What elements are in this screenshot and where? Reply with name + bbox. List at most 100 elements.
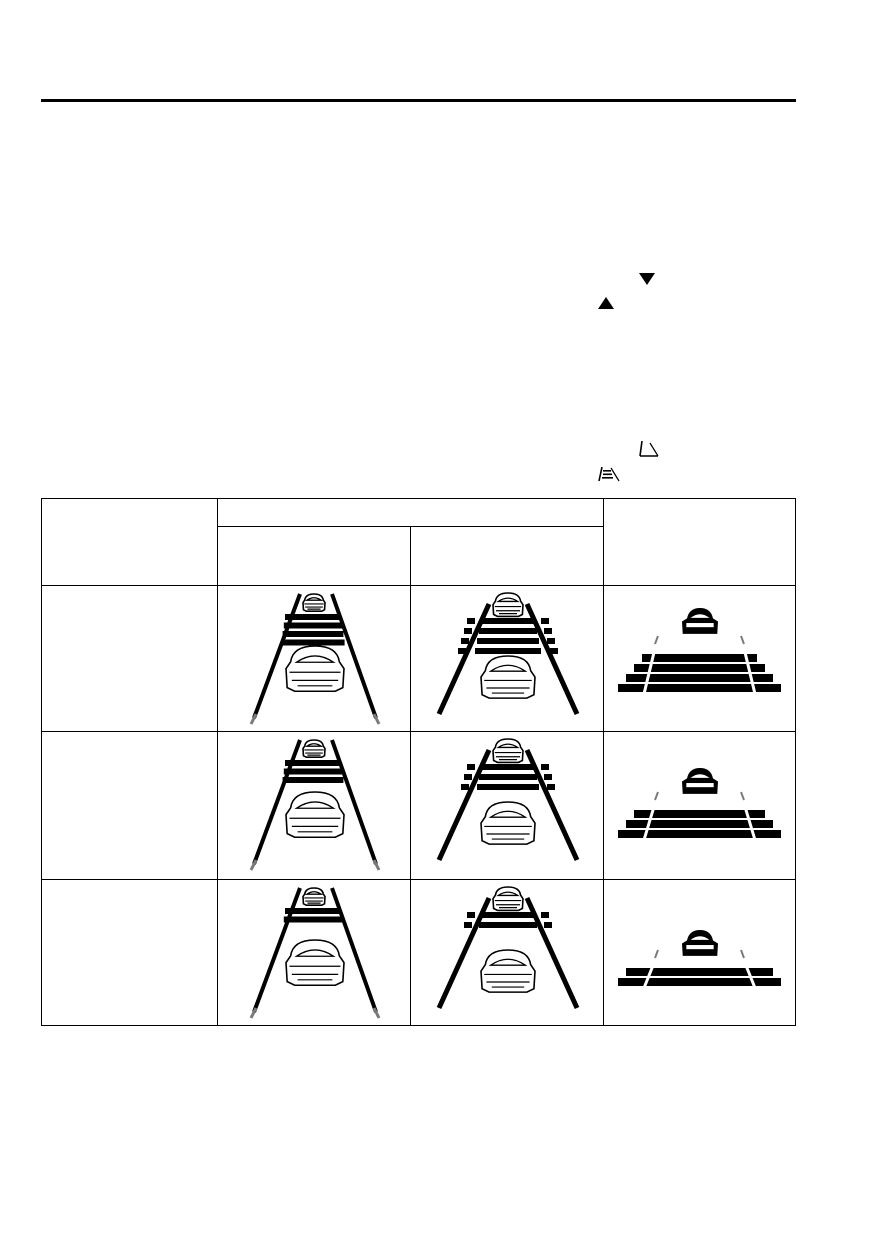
display-bar bbox=[618, 978, 781, 986]
display-lane-right bbox=[741, 957, 757, 989]
display-bar bbox=[626, 820, 773, 828]
distance-bar bbox=[282, 631, 344, 637]
distance-bar bbox=[282, 777, 344, 783]
side-bar-right bbox=[547, 784, 555, 790]
own-vehicle bbox=[480, 655, 536, 699]
lead-vehicle bbox=[302, 739, 326, 758]
lane-line-right bbox=[524, 602, 580, 716]
distance-bar bbox=[283, 768, 343, 775]
row3-display-illustration bbox=[604, 880, 795, 1025]
lane-line-right bbox=[524, 896, 580, 1010]
side-bar-right bbox=[541, 912, 549, 918]
header-sub-col-2 bbox=[415, 531, 599, 581]
display-lead-vehicle bbox=[682, 608, 718, 634]
display-lead-vehicle bbox=[682, 930, 718, 956]
lane-fade-right bbox=[372, 859, 381, 871]
row3-wide-view-illustration bbox=[411, 880, 603, 1025]
own-vehicle bbox=[480, 949, 536, 993]
distance-bar bbox=[481, 618, 535, 624]
row-label-short bbox=[46, 885, 214, 1021]
side-bar-right bbox=[541, 618, 549, 624]
up-arrow-icon bbox=[597, 296, 615, 310]
side-bar-left bbox=[461, 784, 469, 790]
side-bar-left bbox=[461, 638, 469, 644]
lane-line-left bbox=[436, 602, 492, 716]
side-bar-left bbox=[464, 774, 472, 780]
display-bar bbox=[626, 674, 773, 682]
side-bar-right bbox=[547, 638, 555, 644]
lane-line-left bbox=[436, 748, 492, 862]
lane-fade-left bbox=[249, 859, 258, 871]
display-bar bbox=[626, 968, 773, 976]
display-lane-left bbox=[642, 957, 658, 989]
side-bar-left bbox=[467, 912, 475, 918]
row1-display-illustration bbox=[604, 586, 795, 731]
side-bar-left bbox=[467, 618, 475, 624]
display-fade-left bbox=[654, 949, 659, 959]
distance-bar bbox=[481, 912, 535, 918]
distance-bar bbox=[281, 639, 345, 646]
lead-vehicle bbox=[492, 886, 524, 912]
display-lane-right bbox=[741, 799, 757, 841]
lead-vehicle bbox=[302, 593, 326, 612]
own-vehicle bbox=[285, 939, 345, 987]
distance-bar bbox=[477, 638, 539, 644]
lane-fade-left bbox=[249, 1007, 258, 1019]
display-fade-right bbox=[740, 791, 745, 801]
lead-vehicle bbox=[492, 592, 524, 618]
distance-bars-icon bbox=[598, 466, 620, 482]
display-bar bbox=[634, 810, 765, 818]
side-bar-left bbox=[464, 628, 472, 634]
lane-line-right bbox=[330, 593, 378, 719]
side-bar-right bbox=[550, 648, 558, 654]
display-lane-left bbox=[642, 643, 658, 695]
row2-rear-view-illustration bbox=[218, 732, 410, 879]
distance-bar bbox=[481, 764, 535, 770]
lane-fade-right bbox=[372, 1007, 381, 1019]
row3-rear-view-illustration bbox=[218, 880, 410, 1025]
distance-bar bbox=[479, 922, 537, 928]
lane-line-right bbox=[524, 748, 580, 862]
distance-bar bbox=[477, 784, 539, 790]
lane-fade-left bbox=[249, 713, 258, 725]
row1-wide-view-illustration bbox=[411, 586, 603, 731]
row-label-long bbox=[46, 591, 214, 727]
lead-vehicle bbox=[492, 738, 524, 764]
display-lane-left bbox=[642, 799, 658, 841]
own-vehicle bbox=[480, 801, 536, 845]
header-col-3 bbox=[608, 503, 792, 581]
distance-bar bbox=[285, 760, 341, 766]
side-bar-right bbox=[541, 764, 549, 770]
lane-line-left bbox=[436, 896, 492, 1010]
display-lane-right bbox=[741, 643, 757, 695]
header-row-label bbox=[46, 503, 214, 581]
lane-line-icon bbox=[638, 440, 660, 458]
side-bar-left bbox=[464, 922, 472, 928]
side-bar-right bbox=[544, 628, 552, 634]
row1-rear-view-illustration bbox=[218, 586, 410, 731]
display-bar bbox=[618, 830, 781, 838]
down-arrow-icon bbox=[638, 272, 656, 286]
side-bar-right bbox=[544, 774, 552, 780]
lane-line-right bbox=[330, 739, 378, 865]
distance-bar bbox=[475, 648, 541, 654]
lead-vehicle bbox=[302, 887, 326, 906]
side-bar-left bbox=[467, 764, 475, 770]
side-bar-right bbox=[544, 922, 552, 928]
display-fade-left bbox=[654, 635, 659, 645]
side-bar-left bbox=[458, 648, 466, 654]
distance-bar bbox=[285, 908, 341, 914]
header-rule bbox=[41, 99, 796, 102]
distance-bar bbox=[283, 622, 343, 629]
distance-bar bbox=[479, 628, 537, 634]
own-vehicle bbox=[285, 645, 345, 693]
display-bar bbox=[618, 684, 781, 692]
display-fade-right bbox=[740, 949, 745, 959]
header-group-label bbox=[222, 503, 598, 523]
display-fade-left bbox=[654, 791, 659, 801]
lane-fade-right bbox=[372, 713, 381, 725]
distance-setting-table bbox=[41, 498, 796, 1026]
display-bar bbox=[634, 664, 765, 672]
row2-wide-view-illustration bbox=[411, 732, 603, 879]
row-label-medium bbox=[46, 737, 214, 875]
